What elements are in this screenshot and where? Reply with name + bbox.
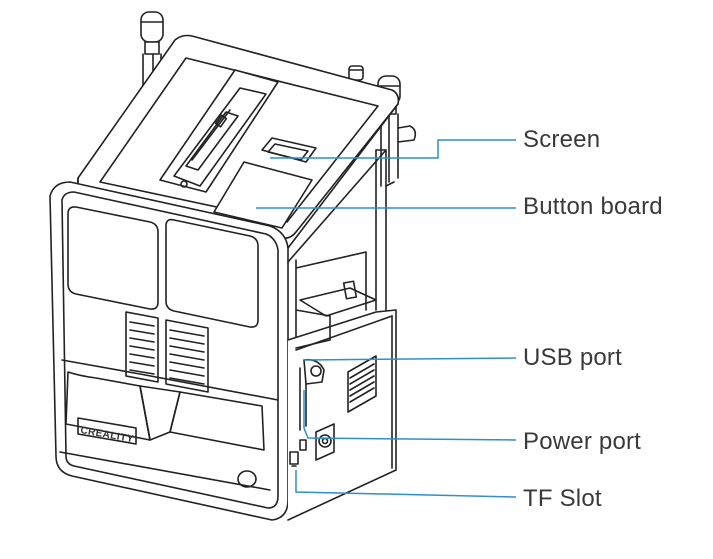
tf-slot — [289, 439, 307, 467]
leader-tf-slot — [295, 470, 517, 498]
bottom-base — [59, 451, 271, 491]
label-power-port: Power port — [523, 428, 642, 455]
build-chamber — [295, 251, 377, 431]
label-button-board: Button board — [523, 193, 663, 220]
leader-power-port — [303, 390, 517, 441]
left-window — [67, 206, 159, 310]
power-port — [315, 423, 335, 461]
front-vent-right — [165, 319, 209, 393]
side-vent — [347, 355, 377, 413]
label-screen: Screen — [523, 126, 601, 153]
right-window — [165, 218, 259, 328]
label-tf-slot: TF Slot — [523, 485, 602, 512]
brand-logo-plate — [77, 417, 137, 445]
leader-usb-port — [303, 357, 517, 361]
front-vent-left — [125, 311, 159, 383]
front-bezel — [61, 359, 279, 451]
leader-screen — [270, 139, 516, 159]
label-usb-port: USB port — [523, 344, 622, 371]
leader-lines — [256, 139, 517, 498]
button-board-plate — [213, 161, 313, 229]
right-side-panel — [287, 309, 397, 521]
filament-holder — [159, 69, 279, 193]
